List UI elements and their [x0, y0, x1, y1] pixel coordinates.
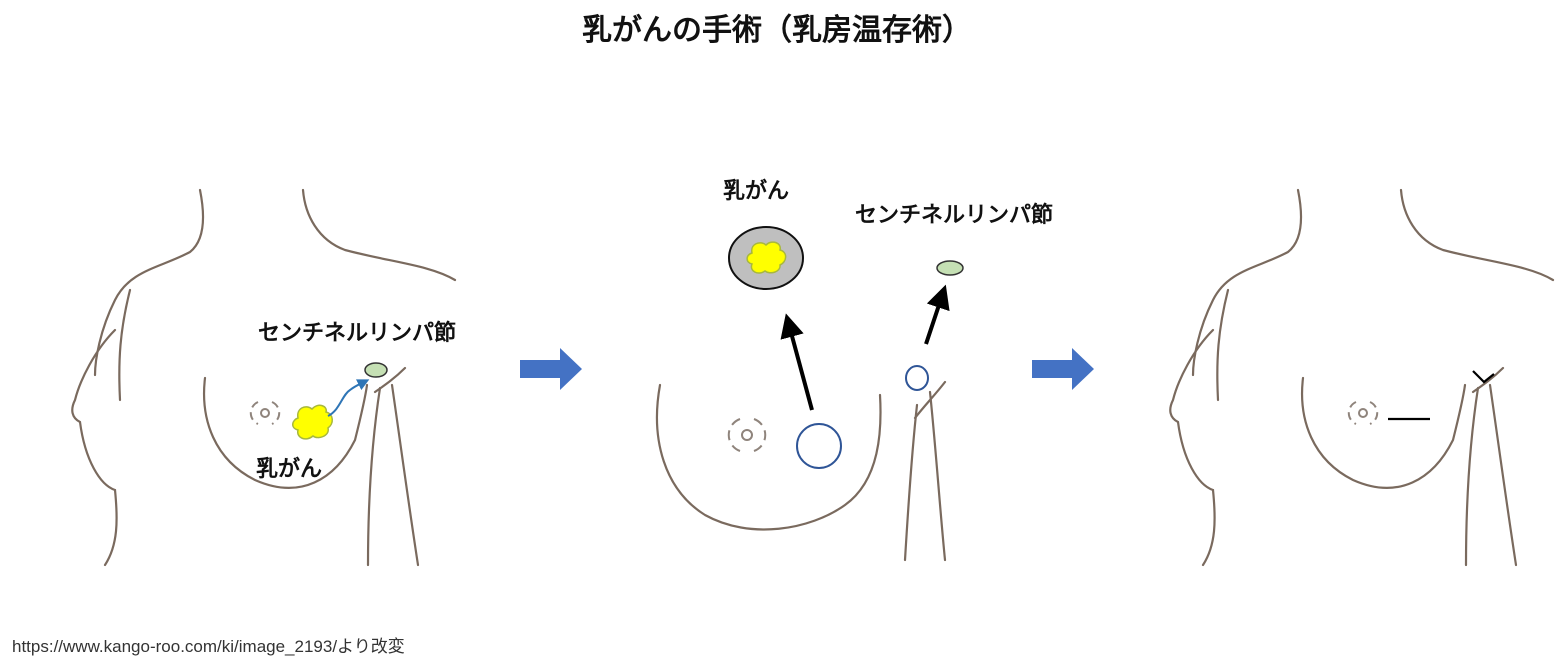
torso-outline [1169, 188, 1555, 567]
panel-excision: 乳がん センチネルリンパ節 [655, 178, 1053, 562]
step-arrow-icon [520, 348, 582, 390]
excised-node-label: センチネルリンパ節 [855, 202, 1053, 228]
torso-outline [71, 188, 457, 567]
cancer-label: 乳がん [256, 456, 322, 482]
excised-lymph-node [936, 260, 964, 276]
source-credit: https://www.kango-roo.com/ki/image_2193/… [12, 637, 405, 656]
extract-arrow-node [924, 284, 950, 345]
extract-arrow-tumor [780, 313, 814, 411]
excised-cancer-label: 乳がん [723, 178, 789, 204]
axillary-incision-scar [1472, 370, 1495, 384]
excision-site [796, 423, 842, 469]
lymph-flow-arrow [327, 379, 370, 417]
sentinel-node-label: センチネルリンパ節 [258, 320, 456, 346]
panel-before-surgery: センチネルリンパ節 乳がん [71, 188, 457, 567]
tumor [292, 404, 333, 440]
step-arrow-icon [1032, 348, 1094, 390]
sentinel-excision-site [905, 365, 929, 391]
excised-tumor [746, 241, 787, 274]
page-title: 乳がんの手術（乳房温存術） [582, 13, 972, 48]
panel-after-surgery [1169, 188, 1555, 567]
sentinel-lymph-node [364, 362, 388, 378]
